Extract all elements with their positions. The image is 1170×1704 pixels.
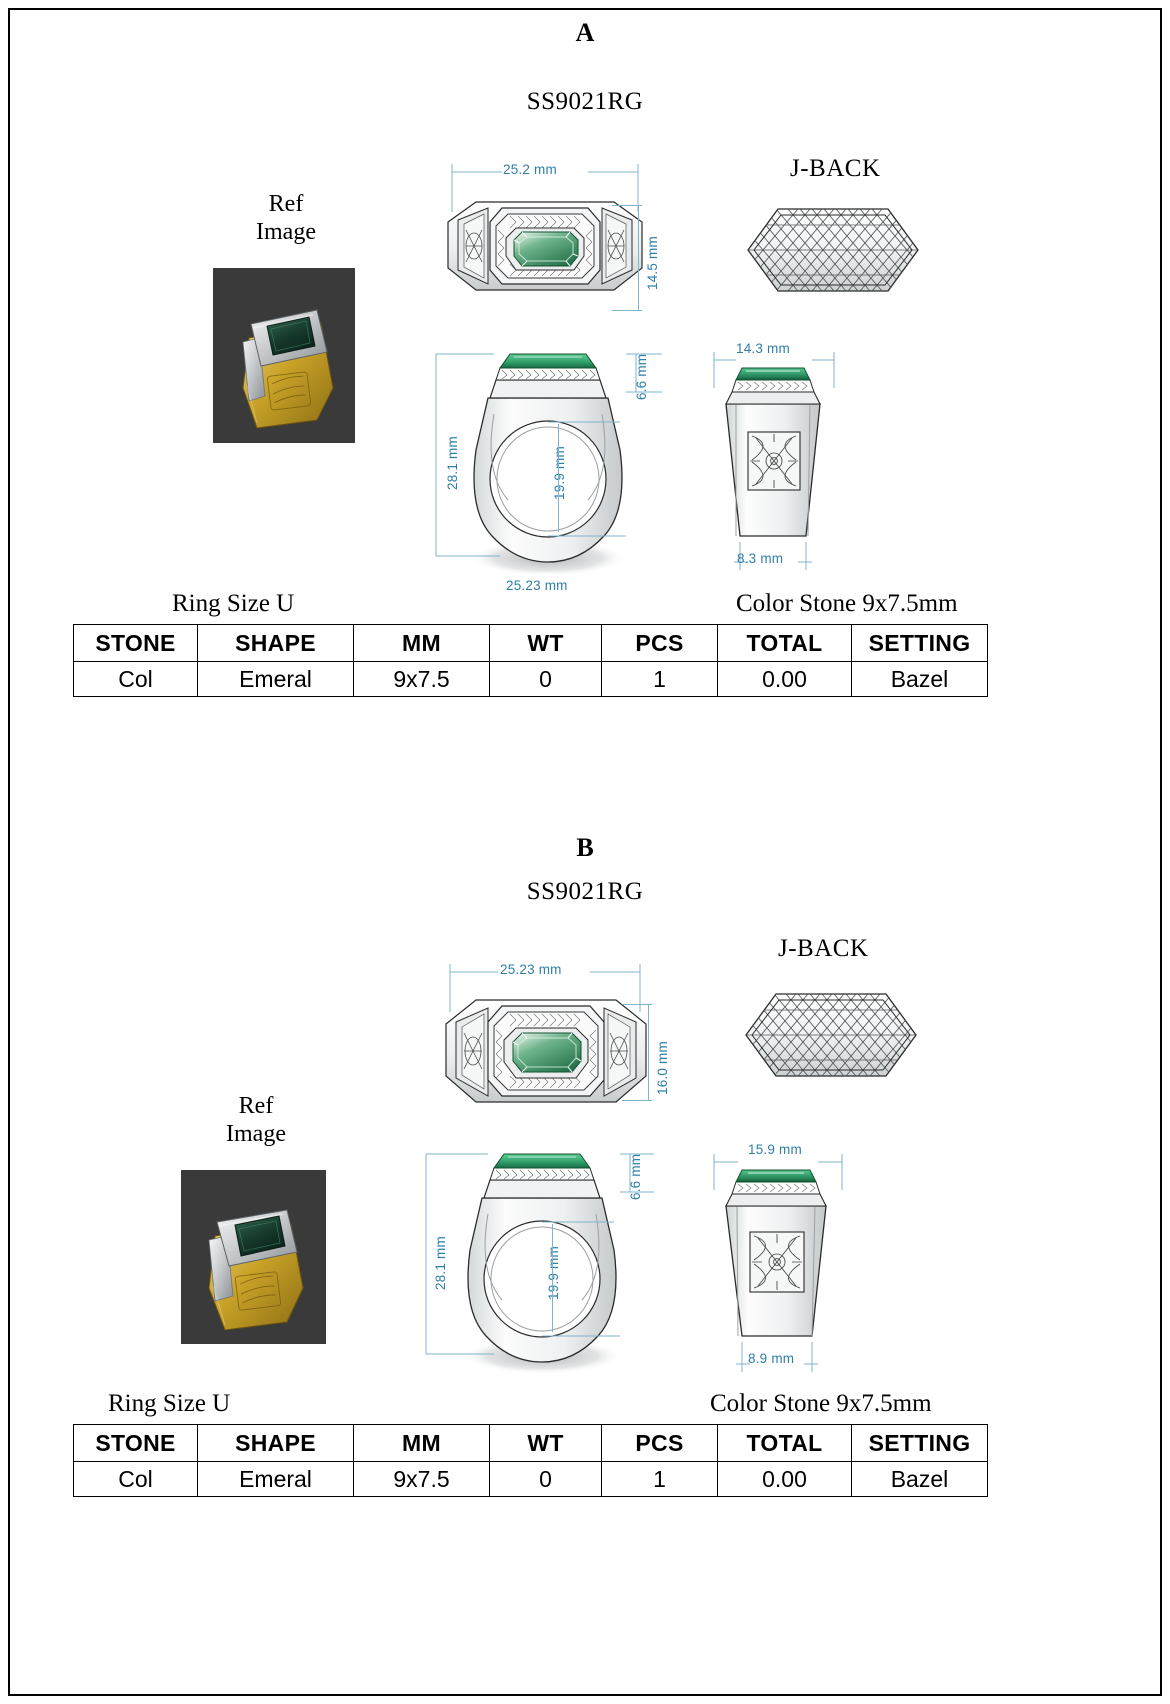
th-stone: STONE [73,624,198,662]
section-a: A SS9021RG Ref Image [0,0,1170,790]
jback-label-b: J-BACK [778,935,869,962]
th-mm: MM [353,624,490,662]
td-mm: 9x7.5 [353,661,490,697]
dim-top-width-a: 25.2 mm [503,162,557,177]
table-row: Col Emeral 9x7.5 0 1 0.00 Bazel [73,1461,988,1497]
side-view-b [420,1140,654,1390]
dim-inner-diameter-b: 19.9 mm [546,1246,561,1300]
td-setting: Bazel [851,661,988,697]
top-view-b [428,950,658,1125]
ref-image-photo-b [181,1170,326,1344]
dim-front-top-width-b: 15.9 mm [748,1142,802,1157]
table-header-row: STONE SHAPE MM WT PCS TOTAL SETTING [73,1424,988,1462]
td-mm: 9x7.5 [353,1461,490,1497]
dim-top-height-b: 16.0 mm [655,1041,670,1095]
dim-tick-top-height-a-1 [612,205,642,206]
td-pcs: 1 [601,661,718,697]
dim-line-inner-a [558,424,559,532]
ref-label-line2-b: Image [226,1121,286,1148]
dim-top-width-b: 25.23 mm [500,962,562,977]
ref-image-label-b: Ref Image [186,1092,326,1149]
spec-table-a: STONE SHAPE MM WT PCS TOTAL SETTING Col … [73,624,988,697]
th-stone: STONE [73,1424,198,1462]
top-view-a [430,150,650,310]
dim-front-bottom-width-b: 8.9 mm [748,1351,795,1366]
td-stone: Col [73,661,198,697]
td-total: 0.00 [717,1461,852,1497]
ref-label-line2-a: Image [256,219,316,246]
dim-line-top-height-a [638,205,639,310]
section-a-sku: SS9021RG [526,88,644,115]
color-stone-a: Color Stone 9x7.5mm [736,590,958,617]
ref-ring-render-b [181,1170,326,1344]
ring-size-a: Ring Size U [172,590,295,617]
th-mm: MM [353,1424,490,1462]
th-shape: SHAPE [197,624,354,662]
dim-inner-diameter-a: 19.9 mm [552,446,567,500]
ref-label-line1-a: Ref [268,191,304,217]
td-stone: Col [73,1461,198,1497]
th-setting: SETTING [851,1424,988,1462]
ref-label-line1-b: Ref [238,1093,274,1119]
td-shape: Emeral [197,661,354,697]
spec-table-b: STONE SHAPE MM WT PCS TOTAL SETTING Col … [73,1424,988,1497]
table-row: Col Emeral 9x7.5 0 1 0.00 Bazel [73,661,988,697]
section-b: B SS9021RG Ref Image [0,820,1170,1704]
dim-front-top-width-a: 14.3 mm [736,341,790,356]
dim-overall-height-a: 28.1 mm [445,436,460,490]
dim-bottom-width-a: 25.23 mm [506,578,568,593]
th-total: TOTAL [717,624,852,662]
color-stone-b: Color Stone 9x7.5mm [710,1390,932,1417]
th-pcs: PCS [601,1424,718,1462]
td-pcs: 1 [601,1461,718,1497]
th-wt: WT [489,1424,602,1462]
ref-image-photo-a [213,268,355,443]
jback-label-a: J-BACK [790,155,881,182]
ring-size-b: Ring Size U [108,1390,231,1417]
td-wt: 0 [489,661,602,697]
section-b-letter: B [576,833,594,862]
ref-image-label-a: Ref Image [216,190,356,247]
dim-line-inner-b [552,1224,553,1332]
front-view-b [700,1130,875,1380]
dim-front-bottom-width-a: 8.3 mm [737,551,784,566]
page-border [8,8,1162,1696]
ref-ring-render-a [213,268,355,443]
dim-head-height-b: 6.6 mm [628,1153,643,1200]
th-shape: SHAPE [197,1424,354,1462]
table-header-row: STONE SHAPE MM WT PCS TOTAL SETTING [73,624,988,662]
dim-overall-height-b: 28.1 mm [433,1236,448,1290]
jback-view-b [736,980,926,1090]
section-a-letter: A [575,18,595,47]
th-total: TOTAL [717,1424,852,1462]
dim-top-height-a: 14.5 mm [645,236,660,290]
th-wt: WT [489,624,602,662]
section-b-sku: SS9021RG [526,878,644,905]
dim-line-top-height-b [648,1004,649,1100]
td-shape: Emeral [197,1461,354,1497]
dim-tick-top-height-b-2 [622,1100,652,1101]
dim-head-height-a: 6.6 mm [634,353,649,400]
dim-tick-top-height-a-2 [612,310,642,311]
dim-tick-top-height-b-1 [622,1004,652,1005]
jback-view-a [738,195,928,305]
td-wt: 0 [489,1461,602,1497]
th-setting: SETTING [851,624,988,662]
th-pcs: PCS [601,624,718,662]
side-view-a [430,340,662,590]
td-total: 0.00 [717,661,852,697]
front-view-a [700,330,870,580]
td-setting: Bazel [851,1461,988,1497]
